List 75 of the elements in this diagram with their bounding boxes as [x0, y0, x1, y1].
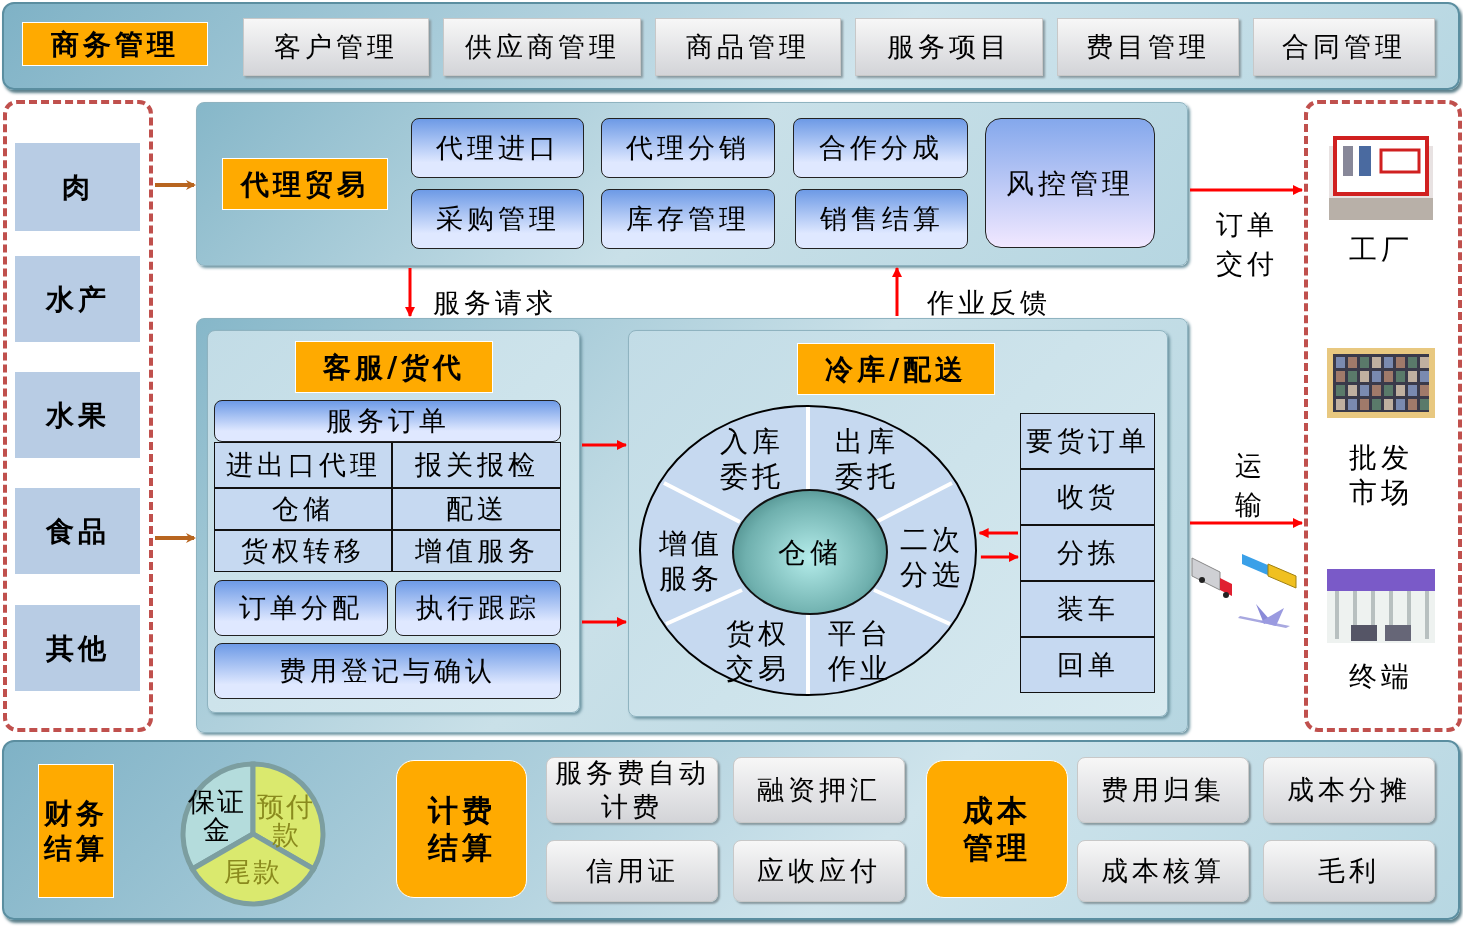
menu-tab: 服务项目 [855, 18, 1043, 76]
title-label: 代理贸易 [222, 158, 388, 210]
edge-label: 服务请求 [432, 286, 558, 320]
title-label: 成本管理 [926, 760, 1068, 898]
node-label: 工厂 [1348, 232, 1414, 267]
table-cell: 仓储 [214, 488, 392, 530]
table-cell: 收货 [1020, 469, 1155, 525]
arrow [582, 617, 627, 627]
panel [207, 330, 580, 713]
edge-label: 运输 [1234, 449, 1266, 523]
function-button: 执行跟踪 [395, 580, 561, 636]
panel [628, 330, 1168, 717]
function-button: 成本核算 [1077, 840, 1249, 902]
function-button: 销售结算 [795, 189, 968, 249]
sector-label: 增值服务 [653, 519, 729, 603]
panel [196, 318, 1188, 733]
table-cell: 配送 [392, 488, 561, 530]
function-button: 成本分摊 [1263, 757, 1435, 823]
table-cell: 进出口代理 [214, 442, 392, 488]
table-cell: 装车 [1020, 581, 1155, 637]
menu-tab: 供应商管理 [443, 18, 641, 76]
function-button: 库存管理 [601, 189, 775, 249]
edge-label: 订单交付 [1215, 208, 1279, 282]
arrow [1190, 518, 1303, 528]
node-label: 批发市场 [1348, 440, 1414, 510]
function-button: 订单分配 [214, 580, 388, 636]
function-button: 采购管理 [411, 189, 584, 249]
title-label: 计费结算 [396, 760, 527, 898]
dashed-frame [1304, 100, 1462, 732]
menu-tab: 合同管理 [1253, 18, 1435, 76]
category-box: 水果 [15, 372, 140, 458]
menu-tab: 费目管理 [1057, 18, 1239, 76]
arrow [978, 528, 1018, 538]
chevron-arrow [155, 533, 196, 543]
dashed-frame [3, 100, 153, 732]
panel [2, 2, 1460, 90]
function-button: 毛利 [1263, 840, 1435, 902]
category-box: 肉 [15, 143, 140, 231]
arrow [1190, 185, 1303, 195]
menu-tab: 客户管理 [243, 18, 429, 76]
title-label: 商务管理 [22, 22, 208, 66]
table-cell: 回单 [1020, 637, 1155, 693]
panel [2, 740, 1460, 920]
function-button: 服务费自动计费 [546, 757, 718, 823]
function-button: 合作分成 [793, 118, 968, 178]
category-box: 水产 [15, 256, 140, 342]
menu-tab: 商品管理 [655, 18, 841, 76]
function-button: 应收应付 [733, 840, 905, 902]
table-cell: 增值服务 [392, 530, 561, 572]
table-cell: 要货订单 [1020, 413, 1155, 469]
function-button: 服务订单 [214, 400, 561, 442]
function-button: 费用登记与确认 [214, 643, 561, 699]
arrow [892, 267, 902, 316]
panel [196, 102, 1188, 266]
title-label: 冷库/配送 [797, 343, 995, 395]
table-cell: 报关报检 [392, 442, 561, 488]
table-cell: 分拣 [1020, 525, 1155, 581]
category-box: 食品 [15, 488, 140, 574]
function-button: 信用证 [546, 840, 718, 902]
function-button: 风控管理 [985, 118, 1155, 248]
edge-label: 作业反馈 [926, 286, 1052, 320]
chevron-arrow [155, 180, 196, 190]
arrow [582, 440, 627, 450]
title-label: 客服/货代 [295, 341, 493, 393]
arrow [405, 268, 415, 317]
function-button: 代理进口 [411, 118, 584, 178]
title-label: 财务结算 [38, 764, 114, 898]
table-cell: 货权转移 [214, 530, 392, 572]
function-button: 费用归集 [1077, 757, 1249, 823]
arrow [980, 552, 1019, 562]
category-box: 其他 [15, 605, 140, 691]
function-button: 融资押汇 [733, 757, 905, 823]
function-button: 代理分销 [601, 118, 775, 178]
node-label: 终端 [1348, 659, 1414, 694]
sector-label: 二次分选 [894, 515, 970, 599]
